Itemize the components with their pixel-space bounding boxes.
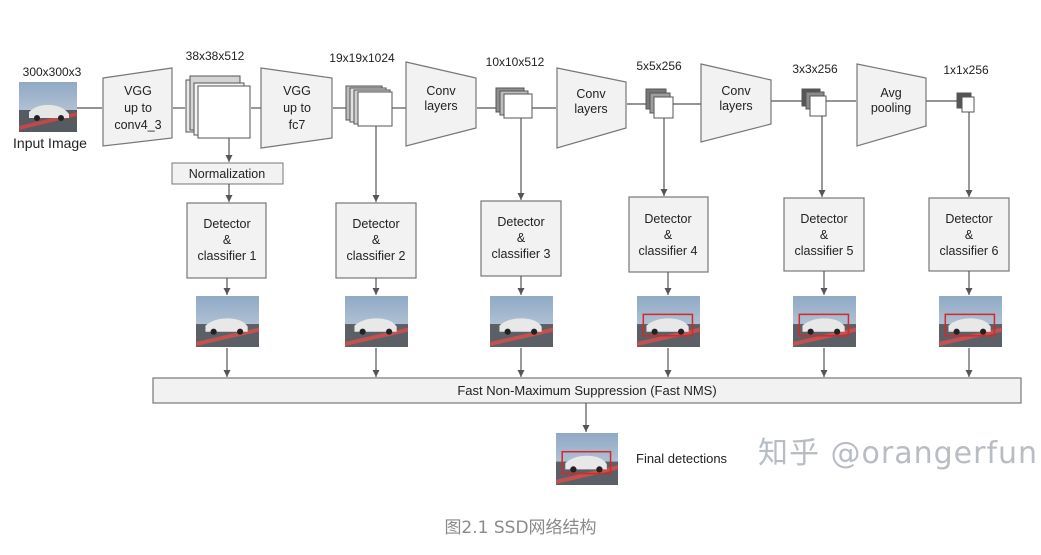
detection-thumbnail-4: [637, 296, 700, 347]
conv-layers-block-2: [556, 67, 627, 149]
stage-2-block-line-3: fc7: [289, 118, 306, 132]
detector-box-1: [186, 202, 267, 279]
input-image: [19, 82, 77, 132]
fast-nms-label: Fast Non-Maximum Suppression (Fast NMS): [457, 383, 716, 398]
detector-box-6: [928, 197, 1010, 272]
final-detections-image: [556, 433, 618, 485]
detection-thumbnail-3: [490, 296, 553, 347]
stage-4-block-line-1: Conv: [576, 87, 606, 101]
stage-3-block-line-2: layers: [424, 99, 457, 113]
detector-3-line-2: &: [517, 231, 526, 245]
detector-2-line-1: Detector: [352, 217, 399, 231]
vgg-fc7-block: [260, 67, 333, 149]
stage-1-dim: 38x38x512: [186, 49, 245, 63]
detector-6-line-2: &: [965, 228, 974, 242]
watermark: 知乎 @orangerfun: [758, 436, 1039, 471]
feature-map-38x38: [185, 75, 251, 139]
stage-1-block-line-3: conv4_3: [114, 118, 161, 132]
stage-5-block-line-1: Conv: [721, 84, 751, 98]
detector-3-line-3: classifier 3: [491, 247, 550, 261]
detection-thumbnail-1: [196, 296, 259, 347]
feature-map-5x5: [645, 88, 674, 119]
stage-3-dim: 10x10x512: [486, 55, 545, 69]
input-image-label: Input Image: [13, 135, 87, 151]
detector-5-line-3: classifier 5: [794, 244, 853, 258]
detector-4-line-2: &: [664, 228, 673, 242]
conv-layers-block-3: [700, 63, 772, 143]
conv-layers-block-1: [405, 61, 477, 147]
detector-3-line-1: Detector: [497, 215, 544, 229]
avg-pooling-block: [856, 63, 927, 147]
stage-1-block-line-1: VGG: [124, 84, 152, 98]
detection-thumbnail-6: [939, 296, 1002, 347]
stage-6-dim: 1x1x256: [943, 63, 989, 77]
feature-map-10x10: [495, 87, 533, 119]
stage-6-block-line-2: pooling: [871, 101, 911, 115]
input-dim-label: 300x300x3: [23, 65, 82, 79]
detector-box-2: [335, 202, 417, 279]
stage-3-block-line-1: Conv: [426, 84, 456, 98]
stage-2-block-line-2: up to: [283, 101, 311, 115]
detector-5-line-1: Detector: [800, 212, 847, 226]
detector-1-line-1: Detector: [203, 217, 250, 231]
stage-5-block-line-2: layers: [719, 99, 752, 113]
stage-4-block-line-2: layers: [574, 102, 607, 116]
stage-5-dim: 3x3x256: [792, 62, 838, 76]
stage-1-block-line-2: up to: [124, 101, 152, 115]
detector-box-3: [480, 200, 562, 277]
detector-2-line-2: &: [372, 233, 381, 247]
final-detections-label: Final detections: [636, 451, 728, 466]
stage-6-block-line-1: Avg: [880, 86, 901, 100]
detector-6-line-3: classifier 6: [939, 244, 998, 258]
stage-4-dim: 5x5x256: [636, 59, 682, 73]
feature-map-3x3: [801, 88, 827, 117]
detection-thumbnail-2: [345, 296, 408, 347]
figure-caption: 图2.1 SSD网络结构: [444, 518, 597, 538]
detection-thumbnail-5: [793, 296, 856, 347]
detector-4-line-3: classifier 4: [638, 244, 697, 258]
detector-1-line-3: classifier 1: [197, 249, 256, 263]
feature-map-1x1: [956, 92, 975, 113]
detector-2-line-3: classifier 2: [346, 249, 405, 263]
detector-6-line-1: Detector: [945, 212, 992, 226]
normalization-label: Normalization: [189, 167, 265, 181]
stage-2-dim: 19x19x1024: [329, 51, 395, 65]
vgg-conv4-block: [102, 67, 173, 147]
detector-5-line-2: &: [820, 228, 829, 242]
stage-2-block-line-1: VGG: [283, 84, 311, 98]
fast-nms-bar: [152, 377, 1022, 404]
feature-map-19x19: [345, 85, 393, 127]
detector-4-line-1: Detector: [644, 212, 691, 226]
detector-box-4: [628, 196, 709, 273]
normalization-box: [171, 162, 284, 185]
detector-1-line-2: &: [223, 233, 232, 247]
